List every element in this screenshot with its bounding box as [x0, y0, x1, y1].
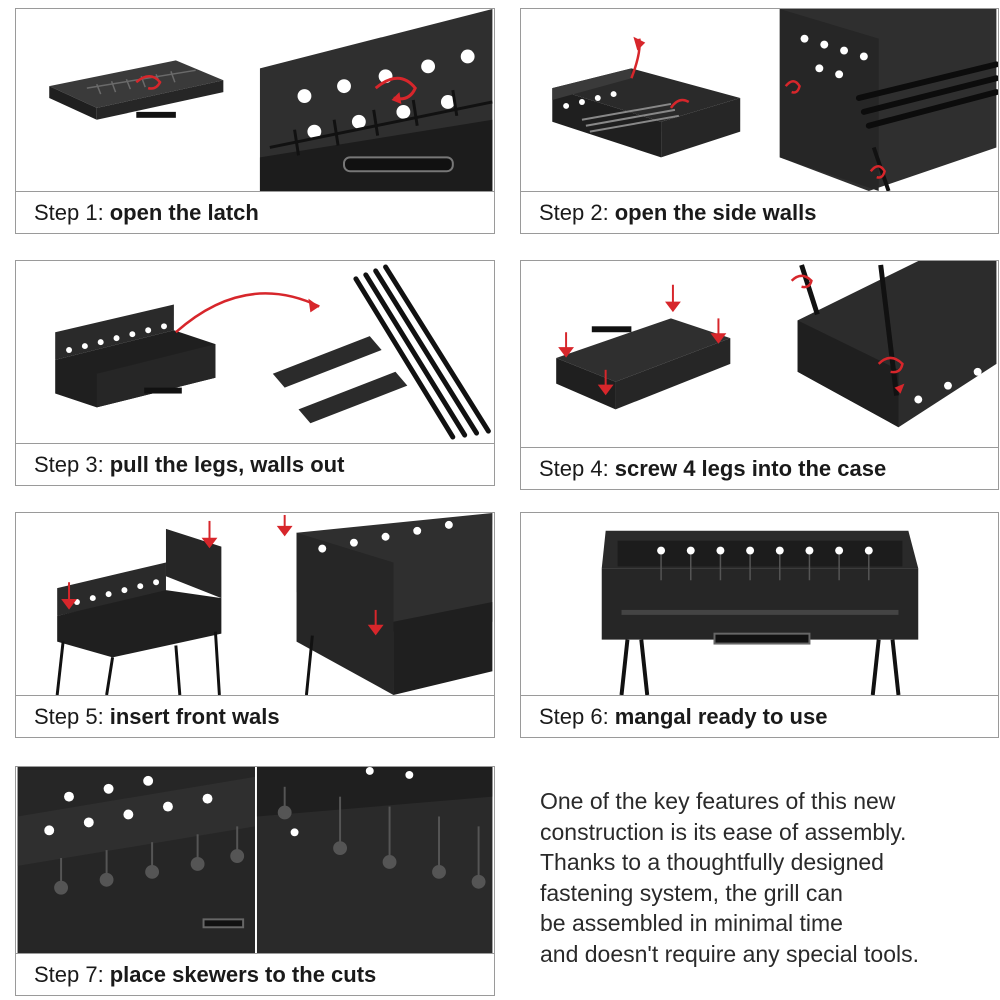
- step-2-action: open the side walls: [614, 199, 817, 225]
- step-3-prefix: Step 3:: [34, 451, 104, 477]
- step-7-action: place skewers to the cuts: [109, 961, 377, 987]
- step-5-panel: Step 5: insert front wals: [15, 512, 495, 738]
- assembly-description: One of the key features of this new cons…: [540, 786, 980, 969]
- step-1-illustration: [16, 9, 494, 191]
- step-1-prefix: Step 1:: [34, 199, 104, 225]
- step-2-caption: Step 2: open the side walls: [521, 191, 998, 233]
- step-6-caption: Step 6: mangal ready to use: [521, 695, 998, 737]
- step-2-panel: Step 2: open the side walls: [520, 8, 999, 234]
- step-1-panel: Step 1: open the latch: [15, 8, 495, 234]
- step-6-action: mangal ready to use: [614, 703, 828, 729]
- step-2-illustration: [521, 9, 998, 191]
- step-7-caption: Step 7: place skewers to the cuts: [16, 953, 494, 995]
- step-5-illustration: [16, 513, 494, 695]
- step-4-action: screw 4 legs into the case: [614, 455, 887, 481]
- step-7-panel: Step 7: place skewers to the cuts: [15, 766, 495, 996]
- step-1-caption: Step 1: open the latch: [16, 191, 494, 233]
- description-line: One of the key features of this new: [540, 788, 896, 814]
- description-line: construction is its ease of assembly.: [540, 818, 907, 845]
- step-3-action: pull the legs, walls out: [109, 451, 345, 477]
- step-4-panel: Step 4: screw 4 legs into the case: [520, 260, 999, 490]
- step-4-caption: Step 4: screw 4 legs into the case: [521, 447, 998, 489]
- step-7-prefix: Step 7:: [34, 961, 104, 987]
- step-6-panel: Step 6: mangal ready to use: [520, 512, 999, 738]
- step-3-caption: Step 3: pull the legs, walls out: [16, 443, 494, 485]
- step-6-prefix: Step 6:: [539, 703, 609, 729]
- description-line: fastening system, the grill can: [540, 879, 843, 906]
- description-line: and doesn't require any special tools.: [540, 940, 920, 967]
- step-6-illustration: [521, 513, 998, 695]
- step-3-panel: Step 3: pull the legs, walls out: [15, 260, 495, 486]
- step-5-prefix: Step 5:: [34, 703, 104, 729]
- step-7-illustration: [16, 767, 494, 953]
- step-5-action: insert front wals: [109, 703, 280, 729]
- step-4-illustration: [521, 261, 998, 447]
- step-4-prefix: Step 4:: [539, 455, 609, 481]
- step-2-prefix: Step 2:: [539, 199, 609, 225]
- description-line: be assembled in minimal time: [540, 910, 843, 936]
- step-3-illustration: [16, 261, 494, 443]
- description-line: Thanks to a thoughtfully designed: [540, 849, 884, 875]
- step-1-action: open the latch: [109, 199, 259, 225]
- step-5-caption: Step 5: insert front wals: [16, 695, 494, 737]
